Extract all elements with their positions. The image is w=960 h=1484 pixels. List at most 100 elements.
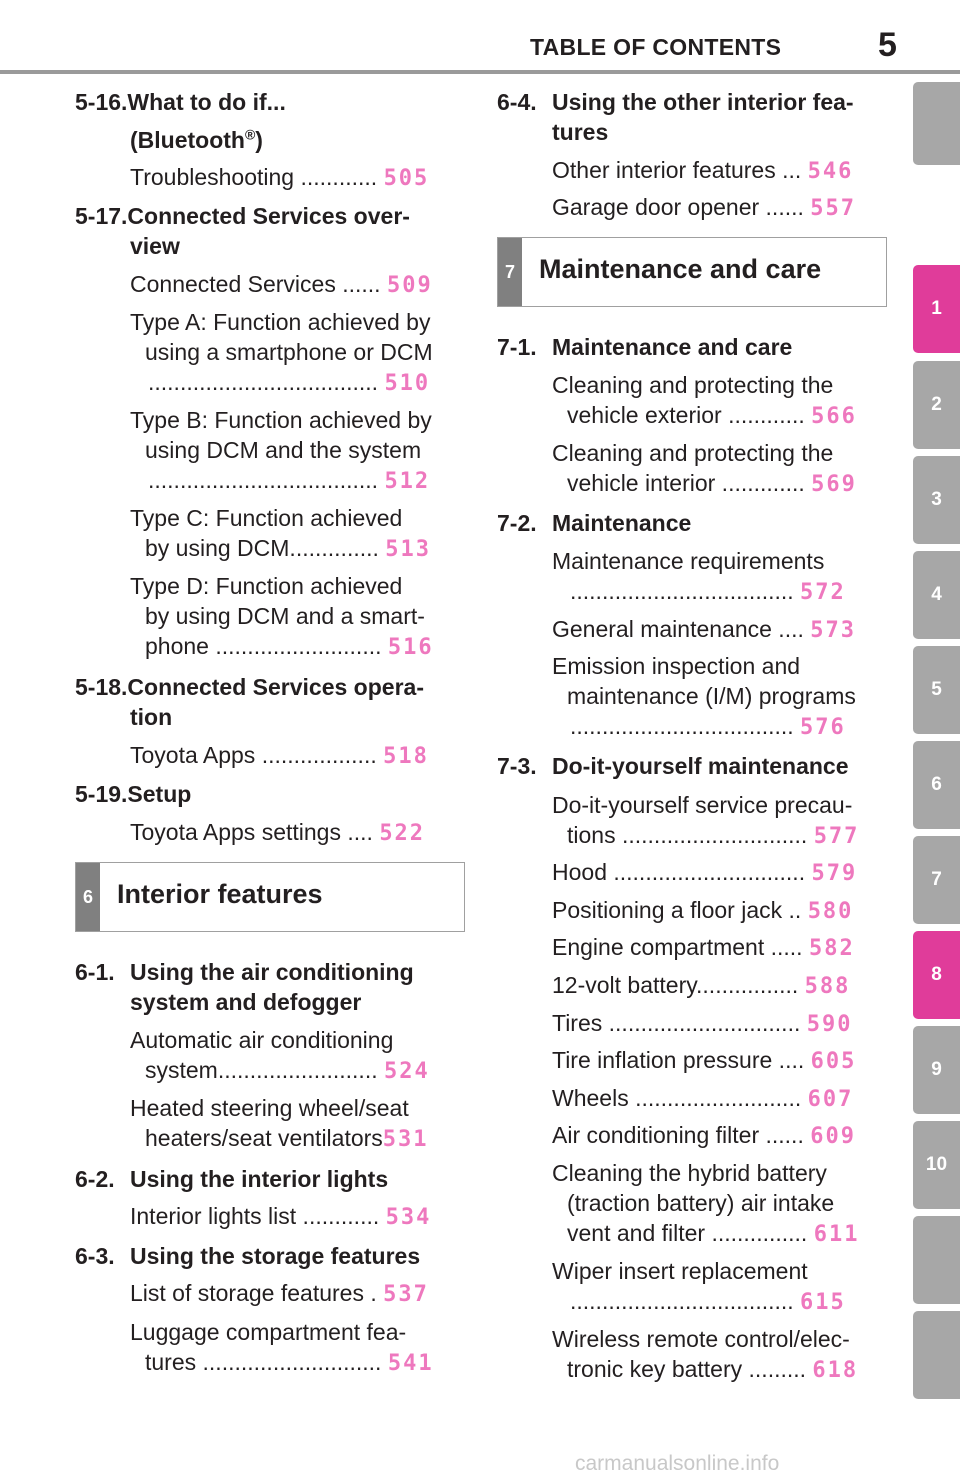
section-7-header: 7 Maintenance and care	[497, 237, 887, 307]
toc-entry-cont: by using DCM and a smart-	[145, 603, 425, 629]
page-link[interactable]: 573	[810, 618, 857, 643]
toc-entry-cont: tions ............................. 577	[567, 822, 860, 849]
toc-entry-cont: ................................... 615	[570, 1288, 846, 1315]
toc-entry-cont: using a smartphone or DCM	[145, 339, 433, 365]
toc-entry[interactable]: General maintenance .... 573	[552, 616, 857, 643]
toc-entry[interactable]: Do-it-yourself service precau-	[552, 792, 853, 818]
page-link[interactable]: 609	[810, 1124, 856, 1149]
toc-entry[interactable]: Tires .............................. 590	[552, 1010, 853, 1037]
toc-entry[interactable]: Emission inspection and	[552, 653, 801, 679]
toc-entry[interactable]: Maintenance requirements	[552, 548, 825, 574]
toc-entry[interactable]: Connected Services ...... 509	[130, 271, 433, 298]
toc-entry[interactable]: Positioning a floor jack .. 580	[552, 897, 854, 924]
toc-entry-cont: heaters/seat ventilators531	[145, 1125, 429, 1152]
page-link[interactable]: 537	[383, 1282, 429, 1307]
page-link[interactable]: 611	[813, 1222, 860, 1247]
toc-entry[interactable]: Type D: Function achieved	[130, 573, 403, 599]
heading-6-4: Using the other interior fea-	[552, 89, 854, 115]
toc-entry[interactable]: Tire inflation pressure .... 605	[552, 1047, 857, 1074]
page-link[interactable]: 577	[813, 824, 860, 849]
heading-6-1-number: 6-1.	[75, 959, 115, 985]
toc-entry[interactable]: Hood .............................. 579	[552, 859, 858, 886]
toc-entry[interactable]: Cleaning and protecting the	[552, 372, 834, 398]
tab-blank-12[interactable]	[913, 1311, 960, 1399]
toc-entry[interactable]: Garage door opener ...... 557	[552, 194, 857, 221]
toc-entry[interactable]: Air conditioning filter ...... 609	[552, 1122, 856, 1149]
toc-entry[interactable]: Type B: Function achieved by	[130, 407, 432, 433]
toc-entry[interactable]: Cleaning the hybrid battery	[552, 1160, 827, 1186]
toc-entry-cont: tures ............................ 541	[145, 1349, 434, 1376]
page-link[interactable]: 513	[385, 537, 432, 562]
toc-entry-cont: ................................... 576	[570, 713, 846, 740]
tab-blank-top[interactable]	[913, 82, 960, 165]
toc-entry[interactable]: Type A: Function achieved by	[130, 309, 431, 335]
tab-4[interactable]: 4	[913, 551, 960, 639]
toc-entry[interactable]: List of storage features . 537	[130, 1280, 429, 1307]
page-link[interactable]: 590	[806, 1012, 853, 1037]
toc-entry[interactable]: 12-volt battery................ 588	[552, 972, 851, 999]
toc-entry[interactable]: Toyota Apps settings .... 522	[130, 819, 426, 846]
page-link[interactable]: 524	[384, 1059, 430, 1084]
toc-entry-cont: vehicle exterior ............ 566	[567, 402, 857, 429]
tab-1[interactable]: 1	[913, 265, 960, 353]
tab-8[interactable]: 8	[913, 931, 960, 1019]
heading-6-4-number: 6-4.	[497, 89, 537, 115]
toc-entry[interactable]: Automatic air conditioning	[130, 1027, 394, 1053]
page-link[interactable]: 531	[382, 1127, 429, 1152]
page-link[interactable]: 534	[385, 1205, 432, 1230]
page-link[interactable]: 605	[810, 1049, 857, 1074]
page-link[interactable]: 522	[379, 821, 426, 846]
page-link[interactable]: 607	[807, 1087, 854, 1112]
section-title: Maintenance and care	[539, 254, 822, 284]
page-link[interactable]: 518	[383, 744, 429, 769]
page-link[interactable]: 618	[812, 1358, 859, 1383]
page-link[interactable]: 546	[807, 159, 854, 184]
toc-entry-cont: phone .......................... 516	[145, 633, 434, 660]
tab-7[interactable]: 7	[913, 836, 960, 924]
toc-entry[interactable]: Wireless remote control/elec-	[552, 1326, 850, 1352]
watermark: carmanualsonline.info	[575, 1452, 780, 1475]
heading-5-16-cont: (Bluetooth®)	[130, 126, 263, 153]
toc-entry[interactable]: Type C: Function achieved	[130, 505, 403, 531]
page-link[interactable]: 512	[384, 469, 431, 494]
page-link[interactable]: 516	[387, 635, 434, 660]
page-link[interactable]: 541	[387, 1351, 434, 1376]
toc-entry[interactable]: Wheels .......................... 607	[552, 1085, 854, 1112]
section-6-header: 6 Interior features	[75, 862, 465, 932]
heading-6-3-number: 6-3.	[75, 1243, 115, 1269]
page-link[interactable]: 505	[383, 166, 430, 191]
tab-6[interactable]: 6	[913, 741, 960, 829]
page-link[interactable]: 509	[386, 273, 433, 298]
toc-entry[interactable]: Cleaning and protecting the	[552, 440, 834, 466]
page-link[interactable]: 557	[810, 196, 857, 221]
page-link[interactable]: 580	[807, 899, 854, 924]
toc-entry-cont: vent and filter ............... 611	[567, 1220, 860, 1247]
tab-3[interactable]: 3	[913, 456, 960, 544]
page-link[interactable]: 582	[808, 936, 855, 961]
page-link[interactable]: 579	[811, 861, 858, 886]
toc-entry[interactable]: Luggage compartment fea-	[130, 1319, 407, 1345]
page-link[interactable]: 615	[800, 1290, 846, 1315]
page-link[interactable]: 569	[811, 472, 857, 497]
toc-entry[interactable]: Other interior features ... 546	[552, 157, 854, 184]
header-title: TABLE OF CONTENTS	[530, 34, 782, 60]
tab-5[interactable]: 5	[913, 646, 960, 734]
page-link[interactable]: 566	[811, 404, 857, 429]
page-link[interactable]: 510	[384, 371, 431, 396]
heading-5-18: 5-18.Connected Services opera-	[75, 674, 424, 700]
toc-entry[interactable]: Troubleshooting ............ 505	[130, 164, 430, 191]
section-title: Interior features	[117, 879, 323, 909]
page-link[interactable]: 588	[804, 974, 851, 999]
toc-entry[interactable]: Heated steering wheel/seat	[130, 1095, 409, 1121]
toc-entry-cont: maintenance (I/M) programs	[567, 683, 856, 709]
toc-entry[interactable]: Engine compartment ..... 582	[552, 934, 855, 961]
toc-entry[interactable]: Interior lights list ............ 534	[130, 1203, 432, 1230]
tab-9[interactable]: 9	[913, 1026, 960, 1114]
page-link[interactable]: 576	[800, 715, 846, 740]
tab-2[interactable]: 2	[913, 361, 960, 449]
page-link[interactable]: 572	[800, 580, 846, 605]
tab-10[interactable]: 10	[913, 1121, 960, 1209]
tab-blank-11[interactable]	[913, 1216, 960, 1304]
toc-entry[interactable]: Toyota Apps .................. 518	[130, 742, 429, 769]
toc-entry[interactable]: Wiper insert replacement	[552, 1258, 808, 1284]
